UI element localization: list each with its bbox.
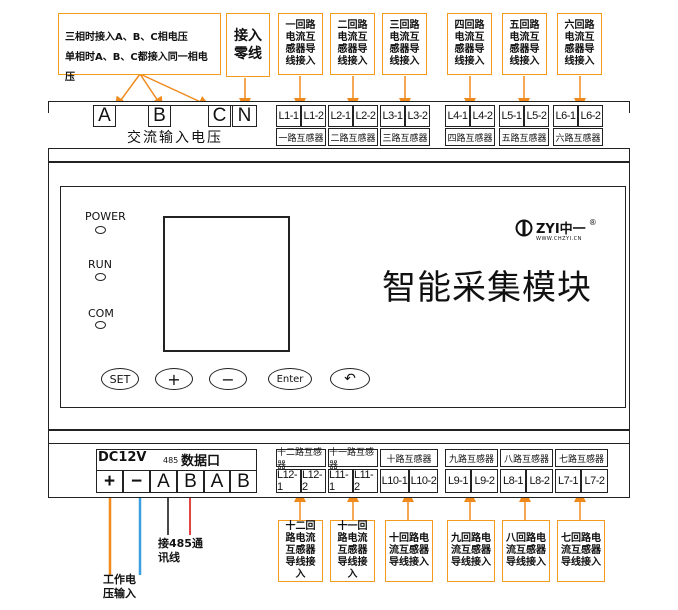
ct4-callout: 四回路电流互感器导线接入 xyxy=(447,13,492,75)
terminal-l1-1[interactable]: L1-1 xyxy=(276,105,301,127)
led-run-label: RUN xyxy=(88,258,112,271)
ct2-callout: 二回路电流互感器导线接入 xyxy=(330,13,375,75)
terminal-l7-1[interactable]: L7-1 xyxy=(555,469,581,493)
terminal-l5-2[interactable]: L5-2 xyxy=(524,105,549,127)
terminal-l10-2[interactable]: L10-2 xyxy=(409,469,438,493)
terminal-l11-1[interactable]: L11-1 xyxy=(328,469,353,493)
terminal-l8-1[interactable]: L8-1 xyxy=(500,469,526,493)
terminal-l9-1[interactable]: L9-1 xyxy=(445,469,471,493)
power-label: 工作电压输入 xyxy=(103,573,136,600)
phase-callout-line1: 三相时接入A、B、C相电压 xyxy=(65,32,188,43)
dc-label: DC12V xyxy=(98,450,147,465)
terminal-dc-plus[interactable]: + xyxy=(96,470,123,493)
terminal-l8-2[interactable]: L8-2 xyxy=(526,469,553,493)
terminal-l4-2[interactable]: L4-2 xyxy=(470,105,495,127)
registered-icon: ® xyxy=(588,218,597,227)
terminal-l10-1[interactable]: L10-1 xyxy=(380,469,409,493)
terminal-485-a2[interactable]: A xyxy=(204,470,230,493)
terminal-l2-2[interactable]: L2-2 xyxy=(353,105,378,127)
terminal-l5-1[interactable]: L5-1 xyxy=(499,105,524,127)
plus-button[interactable]: + xyxy=(155,368,193,390)
terminal-l3-1[interactable]: L3-1 xyxy=(380,105,405,127)
port-prefix: 485 xyxy=(163,456,179,465)
terminal-485-b2[interactable]: B xyxy=(230,470,257,493)
enter-button[interactable]: Enter xyxy=(268,368,312,390)
terminal-l1-2[interactable]: L1-2 xyxy=(301,105,326,127)
terminal-n[interactable]: N xyxy=(232,105,257,127)
device-title: 智能采集模块 xyxy=(382,268,592,308)
back-button[interactable]: ↶ xyxy=(330,368,370,390)
bottom-ct-label-10: 十路互感器 xyxy=(380,449,438,467)
terminal-l6-1[interactable]: L6-1 xyxy=(553,105,578,127)
ct8-callout: 八回路电流互感器导线接入 xyxy=(502,520,550,582)
minus-button[interactable]: − xyxy=(209,368,247,390)
top-ct-label-4: 四路互感器 xyxy=(445,128,495,146)
top-ct-label-5: 五路互感器 xyxy=(499,128,549,146)
ct6-callout: 六回路电流互感器导线接入 xyxy=(557,13,602,75)
phase-callout-line2: 单相时A、B、C都接入同一相电压 xyxy=(65,52,208,83)
top-ct-label-6: 六路互感器 xyxy=(553,128,603,146)
upper-shoulder xyxy=(48,148,630,162)
terminal-l3-2[interactable]: L3-2 xyxy=(405,105,430,127)
bottom-ct-label-9: 九路互感器 xyxy=(445,449,498,467)
lower-shoulder xyxy=(48,430,630,444)
top-ct-label-2: 二路互感器 xyxy=(328,128,378,146)
phase-callout: 三相时接入A、B、C相电压 单相时A、B、C都接入同一相电压 xyxy=(58,13,221,83)
ct1-callout: 一回路电流互感器导线接入 xyxy=(278,13,323,75)
bottom-ct-label-8: 八路互感器 xyxy=(500,449,553,467)
terminal-a[interactable]: A xyxy=(93,105,116,127)
terminal-dc-minus[interactable]: − xyxy=(123,470,150,493)
terminal-l4-1[interactable]: L4-1 xyxy=(445,105,470,127)
top-ct-label-1: 一路互感器 xyxy=(276,128,326,146)
terminal-l2-1[interactable]: L2-1 xyxy=(328,105,353,127)
terminal-l9-2[interactable]: L9-2 xyxy=(471,469,498,493)
brand-name: ZYI中一 xyxy=(536,222,586,237)
brand-mark-icon xyxy=(515,219,533,236)
led-power xyxy=(95,226,106,234)
ct9-callout: 九回路电流互感器导线接入 xyxy=(447,520,495,582)
terminal-l11-2[interactable]: L11-2 xyxy=(353,469,378,493)
led-com-label: COM xyxy=(88,307,114,320)
led-power-label: POWER xyxy=(85,210,126,223)
comm-label: 接485通讯线 xyxy=(158,537,203,564)
terminal-b[interactable]: B xyxy=(148,105,171,127)
top-ct-label-3: 三路互感器 xyxy=(380,128,430,146)
led-com xyxy=(95,321,106,329)
voltage-label: 交流输入电压 xyxy=(93,127,257,147)
terminal-l12-1[interactable]: L12-1 xyxy=(276,469,301,493)
ct12-callout: 十二回路电流互感器导线接入 xyxy=(278,520,323,582)
terminal-l7-2[interactable]: L7-2 xyxy=(581,469,608,493)
ct3-callout: 三回路电流互感器导线接入 xyxy=(382,13,427,75)
bottom-ct-label-7: 七路互感器 xyxy=(555,449,608,467)
terminal-c[interactable]: C xyxy=(208,105,231,127)
neutral-callout: 接入零线 xyxy=(226,13,270,77)
bottom-ct-label-12: 十二路互感器 xyxy=(276,448,326,471)
ct11-callout: 十一回路电流互感器导线接入 xyxy=(330,520,375,582)
brand-website: WWW.CHZYI.CN xyxy=(536,236,582,242)
port-label: 数据口 xyxy=(181,454,221,469)
ct5-callout: 五回路电流互感器导线接入 xyxy=(502,13,547,75)
terminal-485-a1[interactable]: A xyxy=(150,470,177,493)
terminal-l6-2[interactable]: L6-2 xyxy=(578,105,603,127)
led-run xyxy=(95,273,106,281)
terminal-485-b1[interactable]: B xyxy=(177,470,204,493)
ct7-callout: 七回路电流互感器导线接入 xyxy=(557,520,605,582)
brand-logo: ZYI中一 ® xyxy=(515,218,597,237)
terminal-l12-2[interactable]: L12-2 xyxy=(301,469,326,493)
set-button[interactable]: SET xyxy=(101,368,139,390)
bottom-ct-label-11: 十一路互感器 xyxy=(328,448,378,471)
lcd-screen xyxy=(163,216,290,352)
ct10-callout: 十回路电流互感器导线接入 xyxy=(385,520,433,582)
